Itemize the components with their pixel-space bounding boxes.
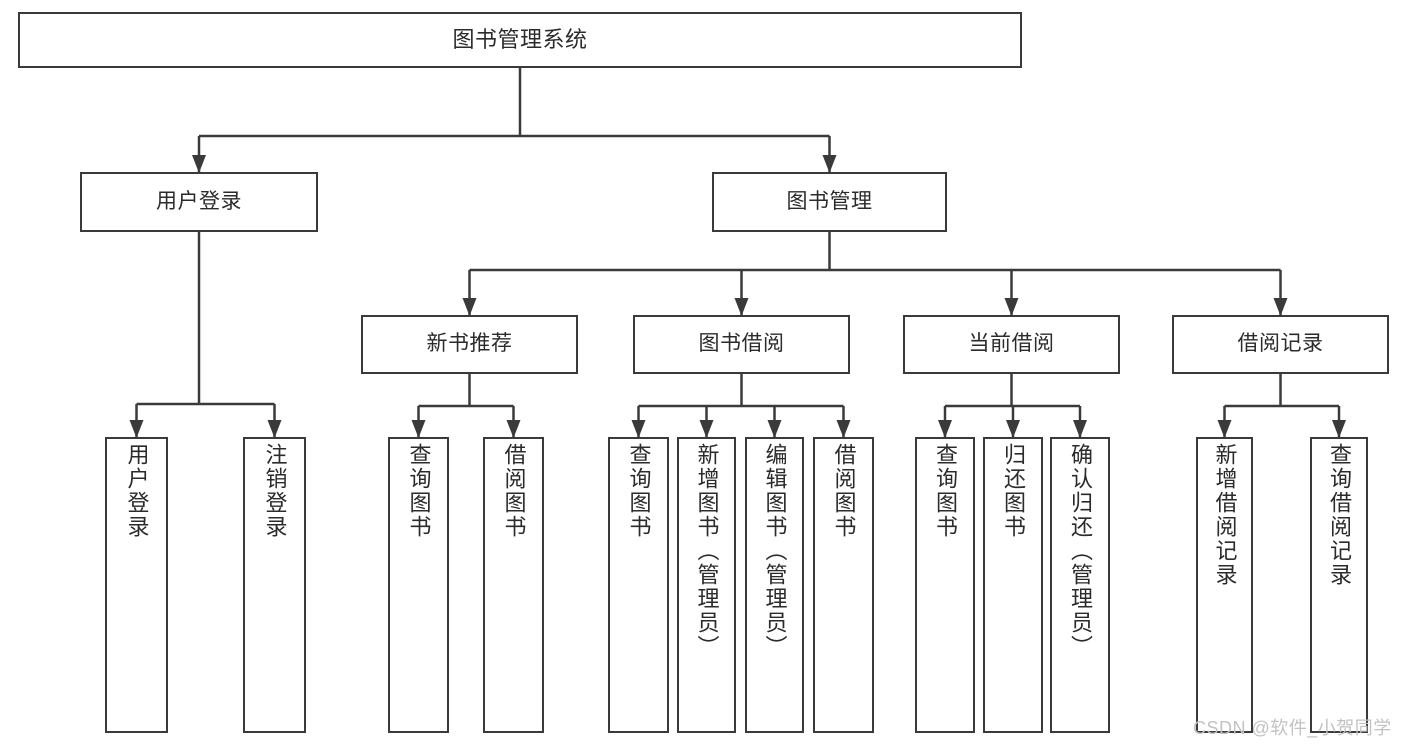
- node-l-confirm[interactable]: 确认归还（管理员）: [1050, 437, 1110, 733]
- node-l-qbook2[interactable]: 查询图书: [608, 437, 669, 733]
- node-l-userlogin[interactable]: 用户登录: [105, 437, 168, 733]
- arrowhead: [411, 420, 426, 438]
- arrowhead: [938, 420, 952, 438]
- arrowhead: [267, 420, 282, 438]
- node-label: 图书借阅: [698, 332, 785, 356]
- arrowhead: [1006, 420, 1020, 438]
- watermark: CSDN @软件_小贺同学: [1193, 718, 1392, 738]
- arrowhead: [1217, 420, 1232, 438]
- arrowhead: [836, 420, 851, 438]
- node-label: 查询借阅记录: [1327, 443, 1352, 587]
- node-label: 确认归还（管理员）: [1068, 443, 1093, 659]
- node-l-qbook1[interactable]: 查询图书: [388, 437, 449, 733]
- node-label: 查询图书: [406, 443, 432, 539]
- arrowhead: [767, 420, 782, 438]
- node-l-addbook[interactable]: 新增图书（管理员）: [677, 437, 736, 733]
- node-label: 当前借阅: [968, 332, 1055, 356]
- node-label: 借阅图书: [831, 443, 857, 539]
- node-newrec[interactable]: 新书推荐: [361, 315, 578, 374]
- node-label: 借阅图书: [501, 443, 527, 539]
- node-label: 注销登录: [262, 443, 288, 539]
- node-label: 图书管理系统: [452, 27, 588, 53]
- node-label: 新增图书（管理员）: [694, 443, 720, 659]
- arrowhead: [129, 420, 144, 438]
- node-bookmgmt[interactable]: 图书管理: [712, 172, 947, 232]
- node-l-return[interactable]: 归还图书: [983, 437, 1043, 733]
- arrowhead: [822, 155, 837, 173]
- node-l-qrec[interactable]: 查询借阅记录: [1310, 437, 1368, 733]
- node-login[interactable]: 用户登录: [80, 172, 318, 232]
- node-l-qbook3[interactable]: 查询图书: [915, 437, 975, 733]
- node-label: 图书管理: [786, 189, 873, 213]
- node-records[interactable]: 借阅记录: [1172, 315, 1389, 374]
- node-root[interactable]: 图书管理系统: [18, 12, 1022, 68]
- arrowhead: [1073, 420, 1087, 438]
- node-label: 用户登录: [124, 443, 150, 539]
- arrowhead: [192, 155, 206, 173]
- node-l-logout[interactable]: 注销登录: [243, 437, 306, 733]
- node-label: 借阅记录: [1237, 332, 1324, 356]
- arrowhead: [506, 420, 521, 438]
- node-l-bbook1[interactable]: 借阅图书: [483, 437, 544, 733]
- arrowhead: [1273, 298, 1288, 316]
- node-label: 编辑图书（管理员）: [762, 443, 788, 659]
- node-borrow[interactable]: 图书借阅: [633, 315, 850, 374]
- arrowhead: [631, 420, 646, 438]
- arrowhead: [1004, 298, 1019, 316]
- node-label: 新书推荐: [426, 332, 513, 356]
- node-label: 查询图书: [626, 443, 652, 539]
- node-label: 新增借阅记录: [1212, 443, 1238, 587]
- node-l-addrec[interactable]: 新增借阅记录: [1196, 437, 1253, 733]
- node-l-editbook[interactable]: 编辑图书（管理员）: [745, 437, 804, 733]
- node-label: 归还图书: [1001, 443, 1026, 539]
- arrowhead: [734, 298, 749, 316]
- node-label: 查询图书: [933, 443, 958, 539]
- node-current[interactable]: 当前借阅: [903, 315, 1120, 374]
- node-label: 用户登录: [156, 189, 242, 213]
- arrowhead: [1332, 420, 1346, 438]
- arrowhead: [699, 420, 714, 438]
- arrowhead: [462, 298, 477, 316]
- node-l-bbook2[interactable]: 借阅图书: [813, 437, 874, 733]
